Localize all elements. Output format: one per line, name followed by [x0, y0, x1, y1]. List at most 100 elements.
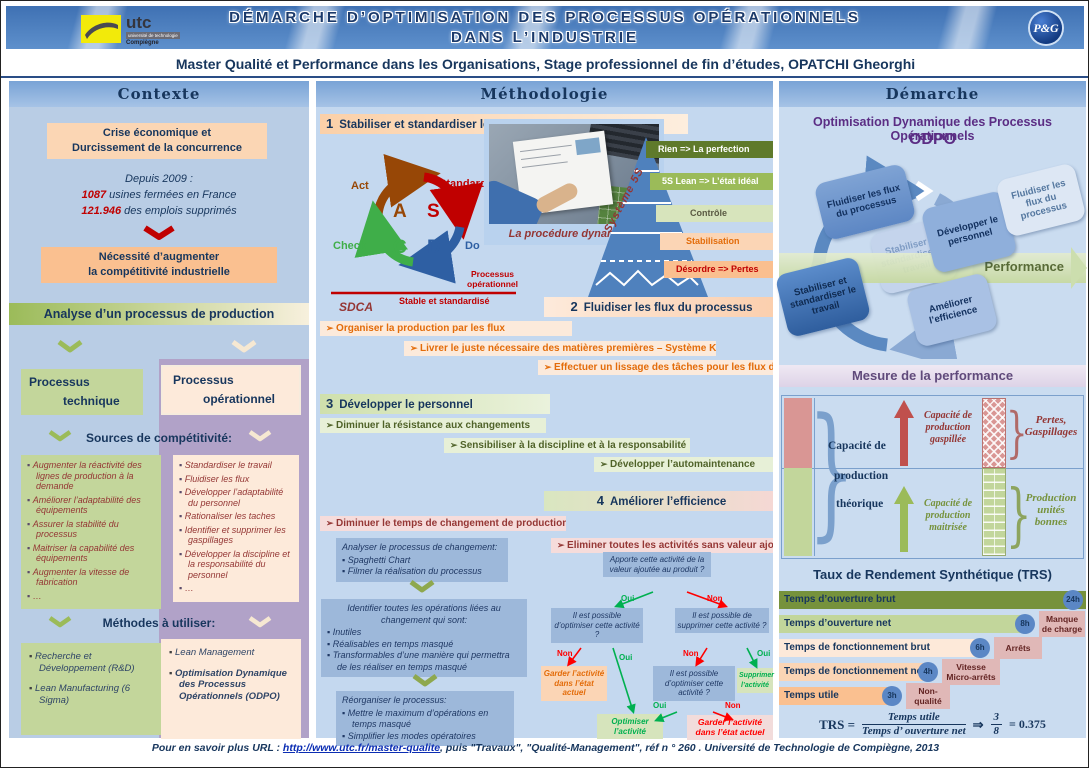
methodes-left-list: Recherche et Développement (R&D) Lean Ma… — [21, 643, 161, 735]
trs-row-label: Temps d’ouverture net — [784, 618, 892, 629]
sources-heading: Sources de compétitivité: — [85, 431, 233, 445]
mastered-capacity-arrow-icon — [894, 486, 914, 552]
chevron-down-icon — [248, 616, 272, 628]
formula-numerator: Temps utile — [862, 711, 966, 725]
chevron-down-icon — [412, 673, 438, 687]
sdca-standard-label: Standard — [439, 178, 487, 190]
pyramid-band-perfection: Rien => La perfection — [646, 141, 773, 158]
bullet-automaintenance: Développer l’automaintenance — [594, 457, 773, 472]
performance-arrow-tip — [1071, 247, 1087, 289]
trs-loss-note: Non-qualité — [906, 683, 950, 709]
section2-label: Fluidiser les flux du processus — [583, 302, 753, 314]
trs-loss-note: Arrêts — [994, 637, 1042, 659]
mastered-capacity-label: Capacité de production maitrisée — [923, 498, 973, 533]
list-item: Maitriser la capabilité des équipements — [27, 543, 157, 564]
pyramid-band-stabilisation: Stabilisation — [660, 233, 773, 250]
necessite-box: Nécessité d’augmenter la compétitivité i… — [41, 247, 277, 283]
sdca-letter-d: D — [427, 237, 441, 258]
capacity-midline — [782, 468, 1083, 469]
formula-result: = 0.375 — [1009, 717, 1046, 731]
box-title: Réorganiser le processus: — [342, 695, 447, 705]
trs-row-net: Temps d’ouverture net 8h Manque de charg… — [779, 611, 1086, 637]
sources-right-list: Standardiser le travail Fluidiser les fl… — [173, 455, 299, 602]
stats-block: Depuis 2009 : 1087 usines fermées en Fra… — [9, 171, 309, 219]
list-item: Assurer la stabilité du processus — [27, 519, 157, 540]
processus-technique-line1: Processus — [29, 375, 90, 389]
stat1-label: usines fermées en France — [106, 189, 237, 201]
box-item: Filmer la réalisation du processus — [342, 566, 502, 578]
flowchart-keep-current-2: Garder l’activité dans l’état actuel — [687, 715, 773, 740]
section3-number: 3 — [326, 396, 334, 411]
footer-url-link[interactable]: http://www.utc.fr/master-qualite — [282, 742, 441, 754]
contexte-column: Contexte Crise économique et Durcissemen… — [9, 81, 309, 739]
methodes-right-list: Lean Management Optimisation Dynamique d… — [161, 639, 301, 739]
bullet-temps-changement: Diminuer le temps de changement de produ… — [320, 516, 566, 531]
sdca-name-label: SDCA — [339, 300, 373, 313]
list-item: Augmenter la vitesse de fabrication — [27, 567, 157, 588]
odpo-full-title: Optimisation Dynamique des Processus Opé… — [813, 115, 1052, 143]
section4-number: 4 — [596, 493, 604, 508]
trs-row-label: Temps utile — [784, 690, 839, 701]
sdca-stable-label: Stable et standardisé — [399, 296, 490, 306]
trs-row-label: Temps d’ouverture brut — [784, 594, 896, 605]
footer-mid: , puis "Travaux", "Qualité-Management", … — [440, 742, 702, 754]
analyse-changement-box: Analyser le processus de changement: Spa… — [336, 538, 508, 582]
poster-title-line1: DÉMARCHE D’OPTIMISATION DES PROCESSUS OP… — [229, 9, 861, 26]
good-label: Production unités bonnes — [1025, 492, 1077, 528]
label-oui: Oui — [757, 649, 770, 658]
trs-bar — [779, 663, 932, 681]
pyramid-band-controle: Contrôle — [656, 205, 773, 222]
sources-left-list: Augmenter la réactivité des lignes de pr… — [21, 455, 161, 609]
poster-subtitle: Master Qualité et Performance dans les O… — [1, 51, 1088, 78]
section2-number: 2 — [570, 299, 578, 314]
analyse-bar: Analyse d’un processus de production — [9, 303, 309, 325]
trs-hours-badge: 4h — [918, 662, 938, 682]
section1-number: 1 — [326, 116, 334, 131]
formula-denominator: Temps d’ ouverture net — [862, 725, 966, 737]
sdca-act-label: Act — [351, 180, 369, 192]
pyramid-5s-diagram: Système 5S Rien => La perfection 5S Lean… — [584, 133, 773, 305]
chevron-down-icon — [57, 339, 83, 353]
methodes-heading: Méthodes à utiliser: — [102, 616, 216, 630]
paper-line — [520, 144, 572, 153]
box-item: Spaghetti Chart — [342, 555, 502, 567]
capacity-left-brace: } — [808, 388, 856, 556]
bullet-resistance: Diminuer la résistance aux changements — [320, 418, 546, 433]
flowchart-q1: Apporte cette activité de la valeur ajou… — [603, 552, 711, 577]
chevron-down-icon — [143, 225, 175, 240]
wasted-capacity-arrow-icon — [894, 400, 914, 466]
list-item: … — [27, 591, 157, 602]
section4-label: Améliorer l’efficience — [609, 496, 727, 508]
demarche-column: Démarche Optimisation Dynamique des Proc… — [774, 81, 1087, 738]
utc-logo-text: utc — [126, 13, 152, 32]
stat2-value: 121.946 — [81, 205, 122, 217]
losses-column — [982, 398, 1006, 468]
footer: Pour en savoir plus URL : http://www.utc… — [1, 742, 1088, 754]
reorganiser-processus-box: Réorganiser le processus: Mettre le maxi… — [336, 691, 514, 746]
flowchart-arrows: Oui Non Non Oui Non Oui Oui Non — [557, 591, 770, 723]
photo-caption: La procédure dynamique — [508, 228, 640, 240]
trs-row-label: Temps de fonctionnement brut — [784, 642, 930, 653]
bullet-kanban: Livrer le juste nécessaire des matières … — [404, 341, 716, 356]
box-item: Réalisables en temps masqué — [327, 639, 521, 651]
label-non: Non — [725, 701, 741, 710]
list-item: Augmenter la réactivité des lignes de pr… — [27, 460, 157, 492]
trs-bar — [779, 615, 1029, 633]
trs-bar — [779, 591, 1086, 609]
trs-hours-badge: 24h — [1063, 590, 1083, 610]
list-item: Identifier et supprimer les gaspillages — [179, 525, 295, 546]
contexte-title: Contexte — [9, 81, 309, 107]
box-item: Transformables d’une manière qui permett… — [327, 650, 521, 673]
box-item: Inutiles — [327, 627, 521, 639]
mesure-performance-bar: Mesure de la performance — [779, 365, 1086, 387]
trs-hours-badge: 8h — [1015, 614, 1035, 634]
trs-bar — [779, 687, 896, 705]
sdca-operationnel-label: opérationnel — [467, 279, 518, 289]
sdca-cycle-diagram: Act Standard Check Do A S C D Processus … — [331, 154, 518, 313]
stat-line-1: 1087 usines fermées en France — [9, 187, 309, 203]
list-item: Développer l’adaptabilité du personnel — [179, 487, 295, 508]
chevron-down-icon — [409, 579, 435, 593]
